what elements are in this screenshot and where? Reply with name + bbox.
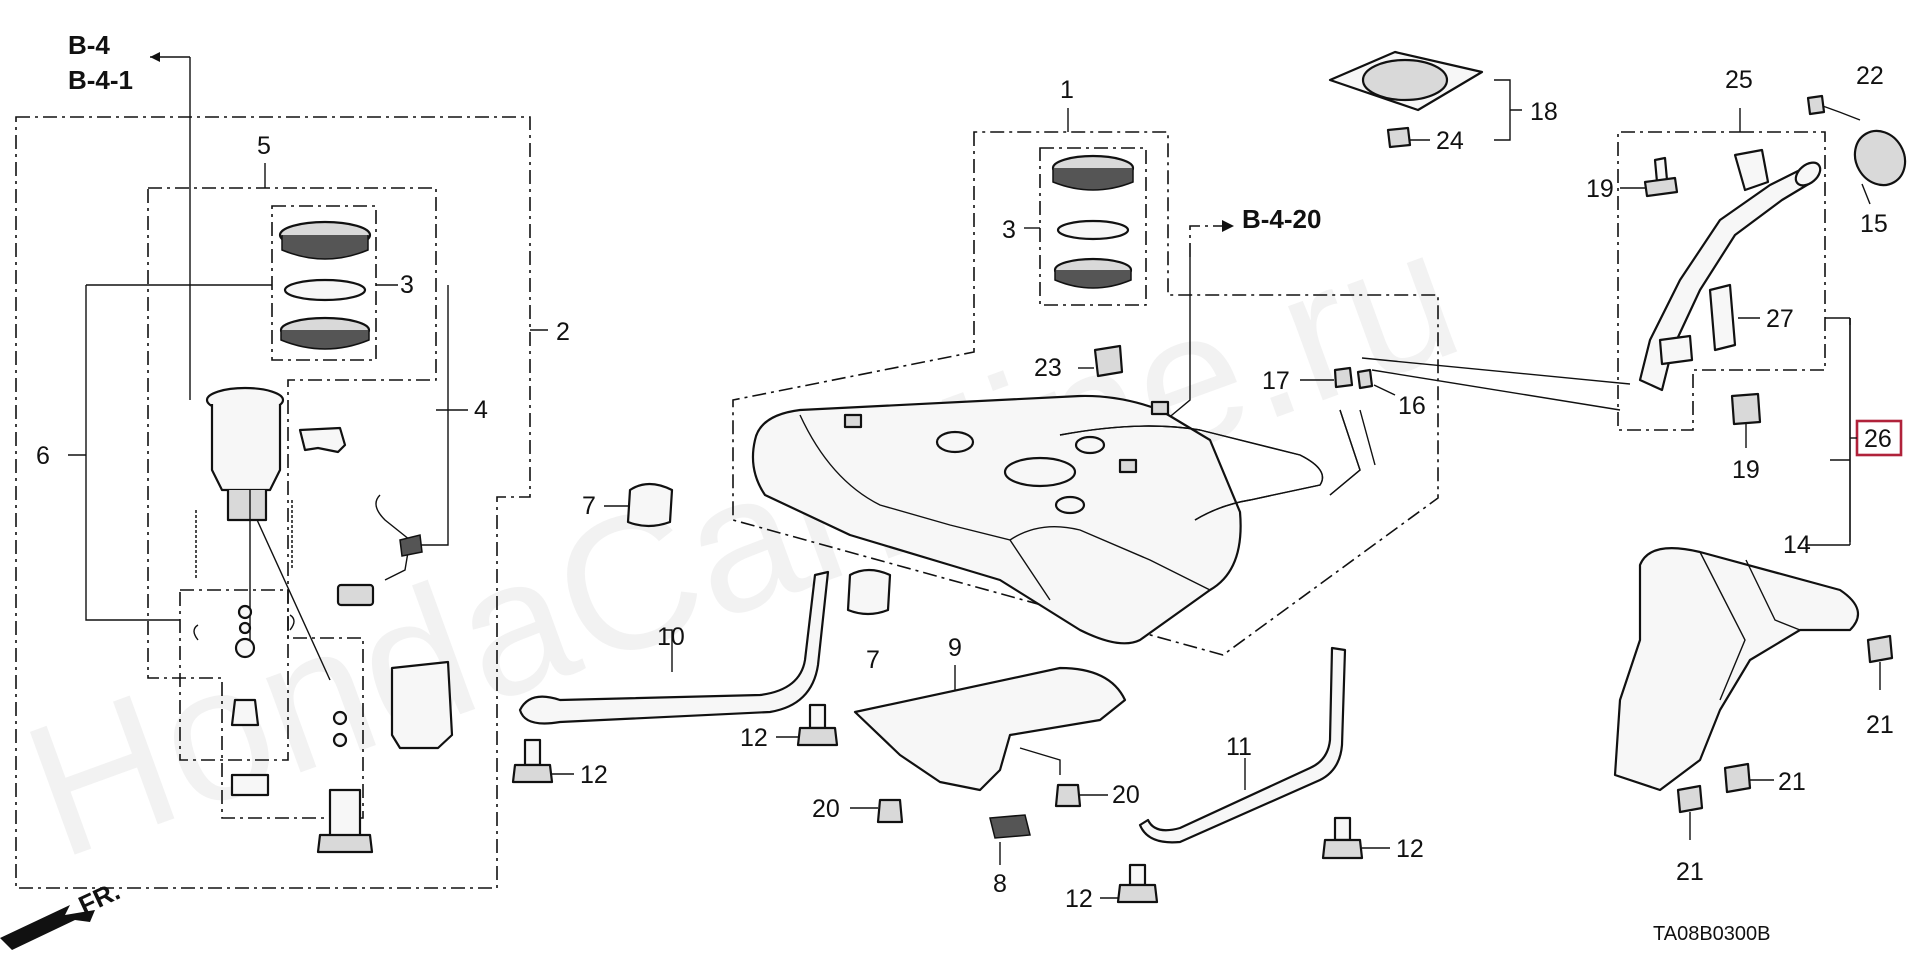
ref-b4-1: B-4-1 bbox=[68, 65, 133, 95]
ref-b4-20: B-4-20 bbox=[1242, 204, 1321, 234]
callout-7: 7 bbox=[866, 646, 880, 674]
callout-3: 3 bbox=[400, 271, 414, 299]
tank-cushion bbox=[626, 482, 674, 528]
callout-22: 22 bbox=[1856, 62, 1884, 90]
tank-cushion bbox=[846, 568, 892, 616]
callout-6: 6 bbox=[36, 442, 50, 470]
callout-4: 4 bbox=[474, 396, 488, 424]
callout-12: 12 bbox=[740, 724, 768, 752]
callout-18: 18 bbox=[1530, 98, 1558, 126]
callout-7: 7 bbox=[582, 492, 596, 520]
callout-15: 15 bbox=[1860, 210, 1888, 238]
callout-24: 24 bbox=[1436, 127, 1464, 155]
fuel-pump-group bbox=[0, 52, 548, 950]
heat-shield bbox=[853, 666, 1127, 792]
callout-23: 23 bbox=[1034, 354, 1062, 382]
callout-1: 1 bbox=[1060, 76, 1074, 104]
callout-12: 12 bbox=[580, 761, 608, 789]
callout-19: 19 bbox=[1586, 175, 1614, 203]
splash-shield bbox=[1613, 547, 1860, 792]
callout-20: 20 bbox=[812, 795, 840, 823]
fuel-filler-group bbox=[1328, 50, 1907, 840]
fuel-tank bbox=[751, 394, 1242, 645]
callout-20: 20 bbox=[1112, 781, 1140, 809]
callout-12: 12 bbox=[1396, 835, 1424, 863]
callout-10: 10 bbox=[657, 623, 685, 651]
callout-27: 27 bbox=[1766, 305, 1794, 333]
callout-26: 26 bbox=[1864, 425, 1892, 453]
fuel-filter bbox=[390, 660, 454, 750]
tank-strap-right bbox=[1138, 646, 1347, 844]
callout-11: 11 bbox=[1226, 733, 1252, 761]
fuel-tank-group bbox=[511, 108, 1631, 904]
callout-17: 17 bbox=[1262, 367, 1290, 395]
callout-14: 14 bbox=[1783, 531, 1811, 559]
callout-3: 3 bbox=[1002, 216, 1016, 244]
callout-25: 25 bbox=[1725, 66, 1753, 94]
diagram-code: TA08B0300B bbox=[1653, 923, 1771, 945]
callout-8: 8 bbox=[993, 870, 1007, 898]
callout-labels: B-4 B-4-1 B-4-20 1 2 3 3 4 5 6 7 7 8 9 1… bbox=[36, 30, 1903, 945]
callout-2: 2 bbox=[556, 318, 570, 346]
ref-b4: B-4 bbox=[68, 30, 110, 60]
front-direction-arrow bbox=[0, 905, 95, 950]
fuel-cap bbox=[1853, 129, 1907, 187]
callout-21: 21 bbox=[1866, 711, 1894, 739]
tank-strap-left bbox=[518, 570, 830, 725]
gasket bbox=[283, 278, 367, 302]
callout-5: 5 bbox=[257, 132, 271, 160]
callout-12: 12 bbox=[1065, 885, 1093, 913]
callout-21: 21 bbox=[1676, 858, 1704, 886]
callout-21: 21 bbox=[1778, 768, 1806, 796]
callout-16: 16 bbox=[1398, 392, 1426, 420]
callout-9: 9 bbox=[948, 634, 962, 662]
callout-19: 19 bbox=[1732, 456, 1760, 484]
